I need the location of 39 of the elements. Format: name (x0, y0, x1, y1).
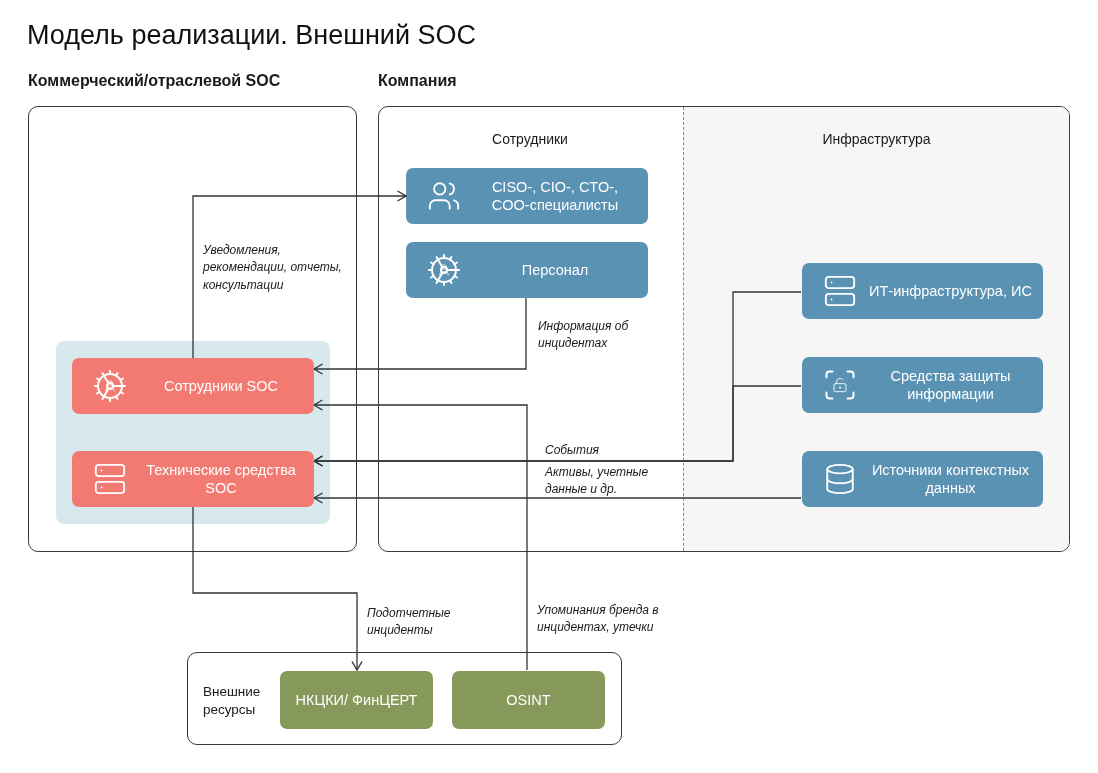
arrow (192, 506, 363, 671)
arrow (313, 492, 802, 504)
process-box (280, 671, 433, 729)
process-box (72, 451, 314, 507)
container-frame (187, 652, 622, 745)
box-label: CISO-, CIO-, CTO-, COO-специалисты (490, 177, 620, 215)
box-label: НКЦКИ/ ФинЦЕРТ (294, 690, 419, 710)
box-label: Средства защиты информации (889, 366, 1012, 404)
arrow (313, 399, 528, 671)
edge-label: Подотчетные инциденты (367, 605, 452, 640)
group-heading: Компания (378, 72, 457, 90)
group-heading: Внешние ресурсы (203, 683, 262, 719)
box-label: Источники контекстных данных (870, 460, 1031, 498)
column-heading: Сотрудники (491, 131, 569, 147)
process-box (802, 357, 1043, 413)
group-heading: Коммерческий/отраслевой SOC (28, 72, 281, 90)
arrow (313, 297, 527, 375)
process-box (406, 242, 648, 298)
process-box (406, 168, 648, 224)
process-box (802, 263, 1043, 319)
process-box (72, 358, 314, 414)
edge-label: События (545, 442, 600, 459)
edge-label: Уведомления, рекомендации, отчеты, консультации (203, 242, 343, 294)
box-label: OSINT (505, 690, 552, 710)
region-heading: Инфраструктура (821, 131, 932, 147)
edge-label: Упоминания бренда в инцидентах, утечки (537, 602, 660, 637)
box-label: ИТ-инфраструктура, ИС (868, 281, 1033, 301)
box-label: Персонал (520, 260, 590, 280)
region-panel (683, 107, 1069, 551)
background-panel (56, 341, 330, 524)
arrow (192, 190, 407, 359)
edge-label: Активы, учетные данные и др. (545, 464, 650, 499)
arrow (313, 385, 802, 467)
edge-label: Информация об инцидентах (538, 318, 630, 353)
box-label: Сотрудники SOC (163, 376, 279, 396)
box-label: Технические средства SOC (145, 460, 297, 498)
process-box (802, 451, 1043, 507)
process-box (452, 671, 605, 729)
diagram-title: Модель реализации. Внешний SOC (27, 20, 476, 51)
